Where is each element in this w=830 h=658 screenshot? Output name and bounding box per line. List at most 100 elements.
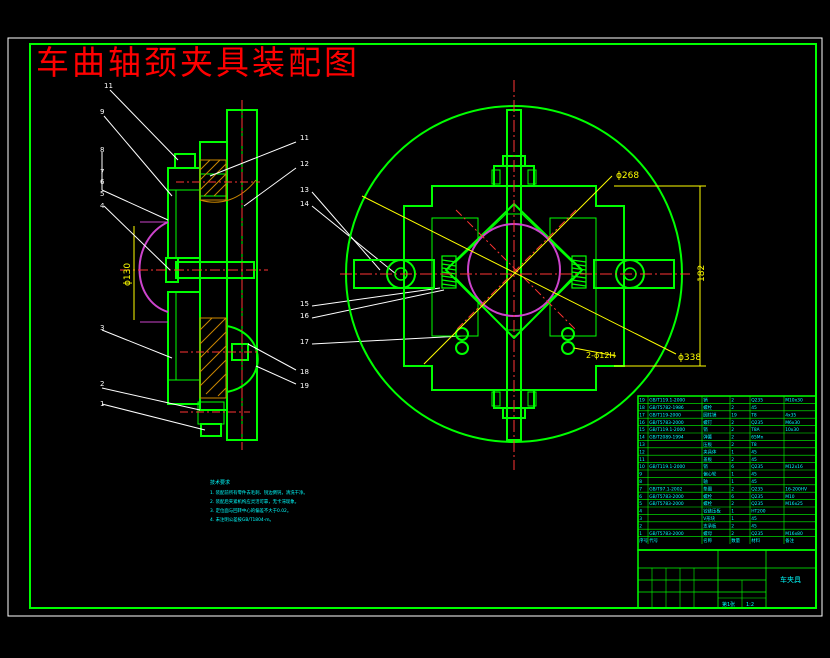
bottom-bolt-left xyxy=(491,391,501,407)
bom-cell: 45 xyxy=(751,449,757,455)
bom-cell: 压板 xyxy=(703,441,712,448)
dim-holes: 2-ϕ12H xyxy=(586,351,615,360)
side-view: ϕ130 xyxy=(120,100,268,450)
side-leaders-right xyxy=(209,141,297,385)
bom-cell: 2 xyxy=(731,405,734,411)
bom-cell: 偏心轮 xyxy=(703,471,717,478)
bom-header-cell: 数量 xyxy=(731,537,740,544)
bom-cell: 销 xyxy=(703,397,708,404)
left-plate xyxy=(431,217,479,337)
bom-cell: T8A xyxy=(750,427,759,433)
bom-header-cell: 备注 xyxy=(785,537,794,544)
bom-cell: 3 xyxy=(639,516,642,522)
bom-grid xyxy=(638,396,816,544)
bom-cell: Q235 xyxy=(751,464,763,470)
bom-cell: 19 xyxy=(731,412,737,418)
bom-cell: Q235 xyxy=(751,398,763,404)
bom-cell: Q235 xyxy=(751,501,763,507)
bom-cell: GB/T119.1-2000 xyxy=(649,464,685,470)
balloon-label: 12 xyxy=(300,160,309,168)
bom-cell: 45 xyxy=(751,405,757,411)
bom-cell: 15 xyxy=(639,427,645,433)
balloon-label: 2 xyxy=(100,380,104,388)
bom-cell: 6 xyxy=(731,494,734,500)
inner-frame xyxy=(29,43,817,609)
bom-cell: 圆柱销 xyxy=(703,411,717,418)
bom-cell: 2 xyxy=(731,427,734,433)
bom-cell: 螺栓 xyxy=(703,500,712,507)
bom-cell: 弹簧 xyxy=(703,434,712,441)
note-line: 4. 未注明公差按GB/T1804-m。 xyxy=(210,516,274,523)
balloon-label: 4 xyxy=(100,202,105,210)
bom-cell: 45 xyxy=(751,523,757,529)
bom-cell: 铰链压板 xyxy=(703,508,721,515)
balloon-label: 16 xyxy=(300,312,309,320)
bom-header-cell: 序号 xyxy=(639,537,648,544)
title-block xyxy=(637,549,817,609)
dim-338-line xyxy=(361,195,677,355)
bom-cell: 19 xyxy=(639,398,645,404)
bom-cell: 2 xyxy=(731,501,734,507)
bom-cell: 4x35 xyxy=(785,412,796,418)
bom-cell: 4 xyxy=(639,509,642,515)
balloon-label: 11 xyxy=(300,134,309,142)
bottom-bolt-right xyxy=(527,391,537,407)
pin-lower-right xyxy=(561,341,575,355)
bom-cell: 垫圈 xyxy=(703,485,712,492)
bom-cell: M10x30 xyxy=(785,398,803,404)
bom-cell: 螺栓 xyxy=(703,493,712,500)
bottom-bolt-body xyxy=(197,401,225,425)
balloon-label: 7 xyxy=(100,168,104,176)
bom-cell: 2 xyxy=(731,398,734,404)
bom-cell: M16x25 xyxy=(785,501,803,507)
bom-cell: 螺母 xyxy=(703,530,712,537)
body-block xyxy=(199,141,228,411)
technical-notes: 技术要求 1. 装配前所有零件去毛刺、锐边倒钝，清洗干净。 2. 装配后夹紧机构… xyxy=(210,479,308,523)
bom-cell: T8 xyxy=(750,442,757,448)
bom-cell: 螺栓 xyxy=(703,404,712,411)
bom-cell: 螺钉 xyxy=(703,419,712,426)
bom-cell: 1 xyxy=(731,509,734,515)
notes-heading: 技术要求 xyxy=(210,479,230,486)
bom-cell: 2 xyxy=(731,457,734,463)
dim-height: 182 xyxy=(697,265,707,282)
bom-cell: 9 xyxy=(639,472,642,478)
bom-cell: 16 xyxy=(639,420,645,426)
pin-lower-left xyxy=(455,341,469,355)
pin-upper-right xyxy=(561,327,575,341)
top-bolt-left xyxy=(491,169,501,185)
hatch-lower xyxy=(199,317,227,399)
top-bolt-head xyxy=(174,153,196,169)
front-diag-2 xyxy=(455,209,577,331)
bom-cell: 45 xyxy=(751,516,757,522)
bore-dim-text: ϕ130 xyxy=(123,263,133,286)
bom-cell: 6 xyxy=(731,464,734,470)
bom-cell: 盖板 xyxy=(703,456,712,463)
bom-cell: 1 xyxy=(731,516,734,522)
bom-cell: Q235 xyxy=(751,494,763,500)
bom-cell: GB/T5783-2000 xyxy=(649,531,684,537)
pin-upper-left xyxy=(455,327,469,341)
dim-outer-diameter: ϕ338 xyxy=(678,353,701,363)
bom-cell: 2 xyxy=(731,523,734,529)
bom-cell: 10x30 xyxy=(785,427,799,433)
v-block-diamond xyxy=(444,202,584,340)
bom-header-cell: 名称 xyxy=(703,537,712,544)
bom-cell: M6x30 xyxy=(785,420,800,426)
bom-cell: 11 xyxy=(639,457,645,463)
note-line: 3. 定位面与回转中心的偏差不大于0.02。 xyxy=(210,507,291,514)
bom-cell: 13 xyxy=(639,442,645,448)
bom-cell: 销 xyxy=(703,463,708,470)
bom-cell: GB/T5783-2000 xyxy=(649,501,684,507)
balloon-label: 13 xyxy=(300,186,309,194)
bom-cell: GB/T5782-1986 xyxy=(649,405,684,411)
bom-border xyxy=(637,395,817,551)
bom-cell: 2 xyxy=(731,420,734,426)
balloon-label: 8 xyxy=(100,146,104,154)
balloon-label: 14 xyxy=(300,200,309,208)
hatch-upper xyxy=(199,159,227,201)
balloon-label: 19 xyxy=(300,382,309,390)
bom-cell: T8 xyxy=(750,412,757,418)
note-line: 1. 装配前所有零件去毛刺、锐边倒钝，清洗干净。 xyxy=(210,489,308,496)
